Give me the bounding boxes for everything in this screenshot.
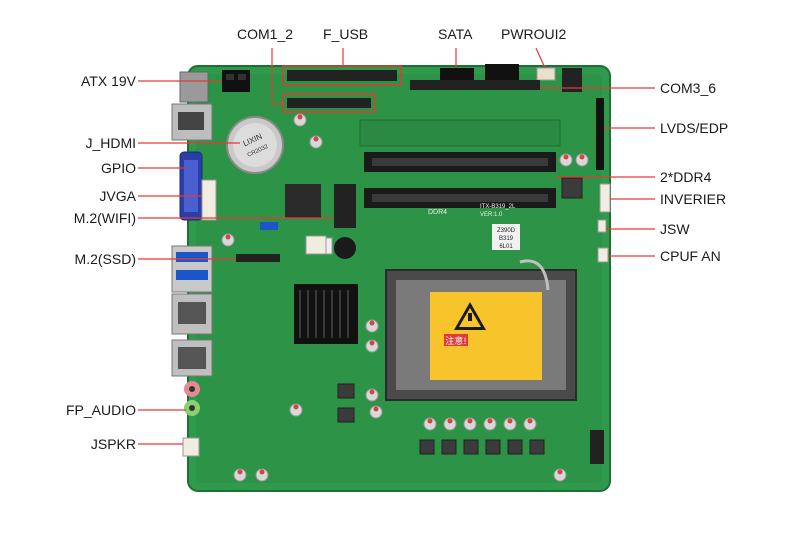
socket-warning: 注意! (445, 335, 467, 347)
label-m2-wifi: M.2(WIFI) (73, 210, 136, 226)
label-2-ddr4: 2*DDR4 (660, 169, 712, 185)
label-com3-6: COM3_6 (660, 80, 717, 96)
label-sata: SATA (438, 26, 473, 42)
board-model-silk: ITX-B319_2L (480, 204, 516, 210)
label-m2-ssd: M.2(SSD) (74, 251, 136, 267)
label-pwroui2: PWROUI2 (501, 26, 567, 42)
label-fp-audio: FP_AUDIO (65, 402, 136, 418)
vrm-chokes (337, 177, 583, 455)
board-ver-silk: VER:1.0 (480, 212, 503, 218)
dimm-silk-label: DDR4 (428, 209, 447, 216)
cpu-socket: 注意! (385, 259, 577, 401)
chipset-heatsink (294, 284, 358, 344)
chip-rev: 6L01 (499, 244, 513, 250)
capacitors (221, 113, 589, 482)
label-jsw: JSW (660, 221, 690, 237)
label-cpu-fan: CPUF AN (660, 248, 721, 264)
cmos-battery: LIXIN CR2032 (226, 116, 284, 174)
chip-sub: B319 (499, 236, 514, 242)
label-f-usb: F_USB (323, 26, 369, 42)
label-inverier: INVERIER (660, 191, 727, 207)
label-jvga: JVGA (99, 188, 136, 204)
label-gpio: GPIO (100, 160, 136, 176)
label-jspkr: JSPKR (90, 436, 136, 452)
top-pin-headers (282, 65, 402, 113)
label-atx-19v: ATX 19V (81, 73, 136, 89)
label-lvds-edp: LVDS/EDP (660, 120, 729, 136)
leader-lines (138, 47, 655, 445)
label-j-hdmi: J_HDMI (85, 135, 136, 151)
label-com1-2: COM1_2 (237, 26, 294, 42)
chip-code: Z390D (497, 228, 516, 234)
ddr4-slots: DDR4 ITX-B319_2L VER:1.0 (359, 119, 561, 218)
rear-io (171, 71, 213, 416)
